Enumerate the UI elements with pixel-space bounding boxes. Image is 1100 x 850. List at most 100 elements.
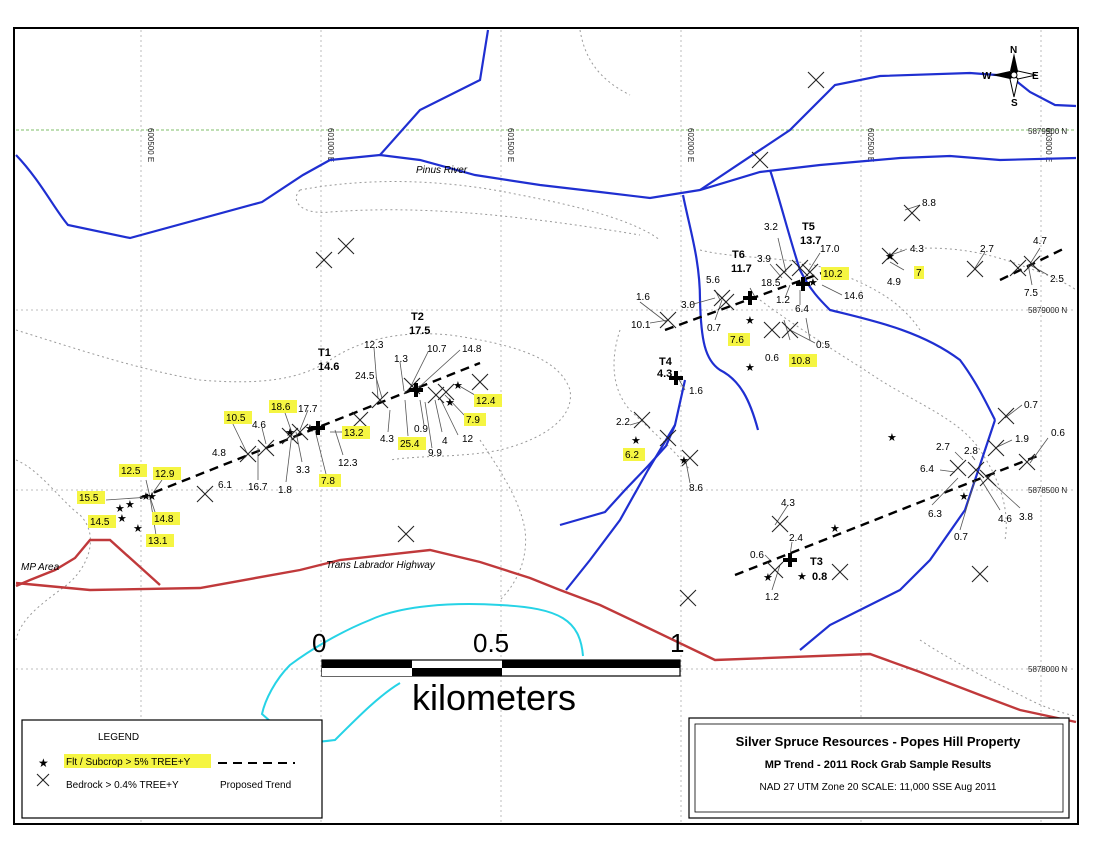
area-label: MP Area xyxy=(21,562,60,573)
bedrock-sample-label: 0.6 xyxy=(765,353,779,364)
legend-bedrock-label: Bedrock > 0.4% TREE+Y xyxy=(66,780,179,791)
trans-labrador-highway xyxy=(15,538,1077,724)
bedrock-sample-label: 0.7 xyxy=(954,532,968,543)
bedrock-x-icon xyxy=(659,311,677,329)
bedrock-x-icon xyxy=(717,293,735,311)
float-sample-label: 14.8 xyxy=(154,514,174,525)
float-star-icon: ★ xyxy=(305,423,315,435)
trench-cross-icon xyxy=(311,421,325,435)
bedrock-sample-label: 18.5 xyxy=(761,278,781,289)
bedrock-x-icon xyxy=(751,151,769,169)
map-frame xyxy=(13,27,1079,825)
float-star-icon: ★ xyxy=(125,499,135,511)
bedrock-sample-label: 3.9 xyxy=(757,254,771,265)
pinus-river xyxy=(15,29,1077,651)
float-star-icon: ★ xyxy=(763,572,773,584)
small-stream xyxy=(260,603,584,743)
float-label-bg xyxy=(398,437,426,450)
scale-tick-half: 0.5 xyxy=(473,628,509,658)
bedrock-sample-label: 3.3 xyxy=(296,465,310,476)
float-sample-label: 12.9 xyxy=(155,469,175,480)
scale-unit: kilometers xyxy=(412,677,576,718)
bedrock-sample-label: 17.0 xyxy=(820,244,840,255)
bedrock-x-icon xyxy=(997,407,1015,425)
bedrock-sample-label: 4.3 xyxy=(380,434,394,445)
bedrock-x-icon xyxy=(337,237,355,255)
bedrock-sample-label: 0.7 xyxy=(1024,400,1038,411)
utm-east-label: 601000 E xyxy=(326,128,335,162)
float-label-bg xyxy=(623,448,645,461)
float-label-bg xyxy=(269,400,297,413)
bedrock-x-icon xyxy=(397,525,415,543)
bedrock-sample-label: 2.4 xyxy=(789,533,803,544)
bedrock-x-icon xyxy=(427,386,445,404)
bedrock-sample-label: 17.7 xyxy=(298,404,318,415)
trench-value: 14.6 xyxy=(318,361,339,373)
float-star-icon: ★ xyxy=(745,362,755,374)
float-label-bg xyxy=(821,267,849,280)
float-sample-label: 18.6 xyxy=(271,402,291,413)
float-label-bg xyxy=(342,426,370,439)
bedrock-sample-label: 6.1 xyxy=(218,480,232,491)
bedrock-sample-label: 6.4 xyxy=(795,304,809,315)
bedrock-sample-label: 1.8 xyxy=(278,485,292,496)
bedrock-x-icon xyxy=(763,321,781,339)
bedrock-x-icon xyxy=(781,321,799,339)
bedrock-x-icon xyxy=(1018,453,1036,471)
float-sample-label: 13.1 xyxy=(148,536,168,547)
bedrock-sample-label: 7.5 xyxy=(1024,288,1038,299)
bedrock-x-icon xyxy=(987,439,1005,457)
float-sample-label: 7.9 xyxy=(466,415,480,426)
bedrock-sample-label: 3.0 xyxy=(681,300,695,311)
float-star-icon: ★ xyxy=(887,432,897,444)
utm-east-label: 603000 E xyxy=(1044,128,1053,162)
bedrock-x-icon xyxy=(239,445,257,463)
bedrock-x-icon xyxy=(967,461,985,479)
bedrock-x-icon xyxy=(979,469,997,487)
float-sample-label: 14.5 xyxy=(90,517,110,528)
bedrock-x-icon xyxy=(351,411,369,429)
trench-label: T3 xyxy=(810,556,823,568)
bedrock-sample-label: 0.7 xyxy=(707,323,721,334)
bedrock-sample-label: 4.3 xyxy=(910,244,924,255)
bedrock-sample-label: 5.6 xyxy=(706,275,720,286)
bedrock-x-icon xyxy=(966,260,984,278)
bedrock-x-icon xyxy=(1023,255,1041,273)
bedrock-sample-label: 14.6 xyxy=(844,291,864,302)
bedrock-sample-label: 2.7 xyxy=(936,442,950,453)
bedrock-sample-label: 0.5 xyxy=(816,340,830,351)
bedrock-sample-label: 3.2 xyxy=(764,222,778,233)
legend-float-label: Flt / Subcrop > 5% TREE+Y xyxy=(66,757,191,768)
float-label-bg xyxy=(153,467,181,480)
bedrock-x-icon xyxy=(949,459,967,477)
utm-north-label: 5878000 N xyxy=(1028,665,1067,674)
trench-label: T6 xyxy=(732,249,745,261)
bedrock-sample-label: 4.6 xyxy=(252,420,266,431)
bedrock-sample-label: 9.9 xyxy=(428,448,442,459)
bedrock-sample-label: 10.7 xyxy=(427,344,447,355)
river-label: Pinus River xyxy=(416,165,468,176)
float-label-bg xyxy=(728,333,750,346)
float-label-bg xyxy=(319,474,341,487)
legend-trend-label: Proposed Trend xyxy=(220,780,291,791)
highway-label: Trans Labrador Highway xyxy=(326,560,436,571)
bedrock-sample-label: 4.9 xyxy=(887,277,901,288)
scale-tick-0: 0 xyxy=(312,628,326,658)
utm-north-labels: 5879500 N 5879000 N 5878500 N 5878000 N xyxy=(1028,127,1067,674)
float-star-icon: ★ xyxy=(453,380,463,392)
bedrock-x-icon xyxy=(371,391,389,409)
float-label-bg xyxy=(152,512,180,525)
float-sample-label: 12.5 xyxy=(121,466,141,477)
bedrock-x-icon xyxy=(903,204,921,222)
trench-labels: T1 14.6 T2 17.5 T3 0.8 T4 4.3 T5 13.7 T6… xyxy=(318,221,827,583)
title-block: Silver Spruce Resources - Popes Hill Pro… xyxy=(688,717,1070,819)
float-sample-label: 12.4 xyxy=(476,396,496,407)
utm-east-label: 602000 E xyxy=(686,128,695,162)
bedrock-sample-label: 1.6 xyxy=(636,292,650,303)
bedrock-x-icon xyxy=(633,411,651,429)
utm-north-label: 5878500 N xyxy=(1028,486,1067,495)
trench-value: 17.5 xyxy=(409,325,430,337)
